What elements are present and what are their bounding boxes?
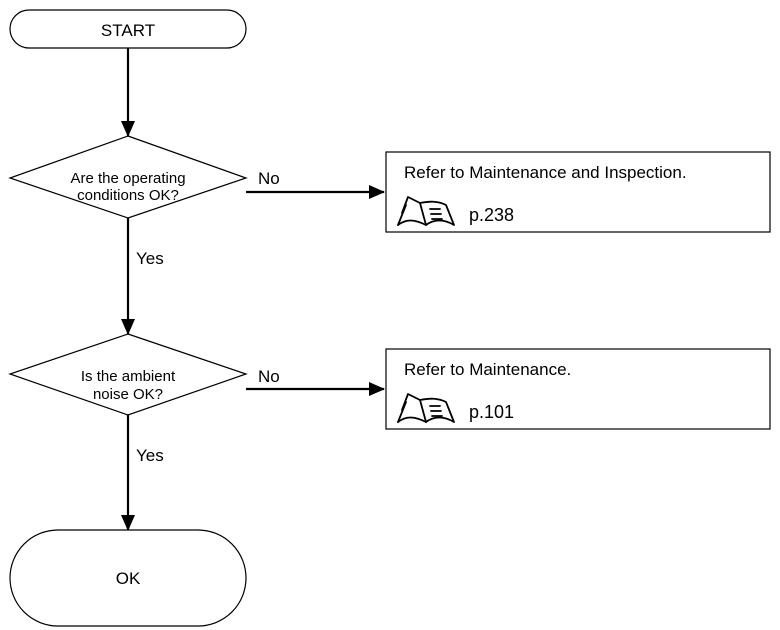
manual-book-icon — [397, 196, 455, 226]
reference-2-page: p.101 — [469, 402, 514, 422]
ok-label: OK — [116, 569, 141, 588]
reference-2-text: Refer to Maintenance. — [404, 360, 571, 379]
ok-terminator: OK — [9, 529, 247, 627]
decision-2-line-2: noise OK? — [93, 386, 163, 403]
yes-label-2: Yes — [136, 446, 164, 465]
reference-box-maintenance-inspection: Refer to Maintenance and Inspection. p.2… — [385, 151, 771, 233]
reference-box-maintenance: Refer to Maintenance. p.101 — [385, 348, 771, 430]
decision-2-line-1: Is the ambient — [81, 368, 176, 385]
reference-1-page: p.238 — [469, 205, 514, 225]
start-label: START — [101, 21, 155, 40]
decision-1-line-2: conditions OK? — [77, 187, 179, 204]
no-label-2: No — [258, 367, 280, 386]
decision-operating-conditions: Are the operating conditions OK? — [8, 135, 248, 219]
decision-1-line-1: Are the operating — [70, 170, 185, 187]
no-label-1: No — [258, 169, 280, 188]
reference-1-text: Refer to Maintenance and Inspection. — [404, 163, 687, 182]
start-terminator: START — [9, 9, 247, 49]
decision-ambient-noise: Is the ambient noise OK? — [8, 333, 248, 416]
yes-label-1: Yes — [136, 249, 164, 268]
manual-book-icon — [397, 393, 455, 423]
